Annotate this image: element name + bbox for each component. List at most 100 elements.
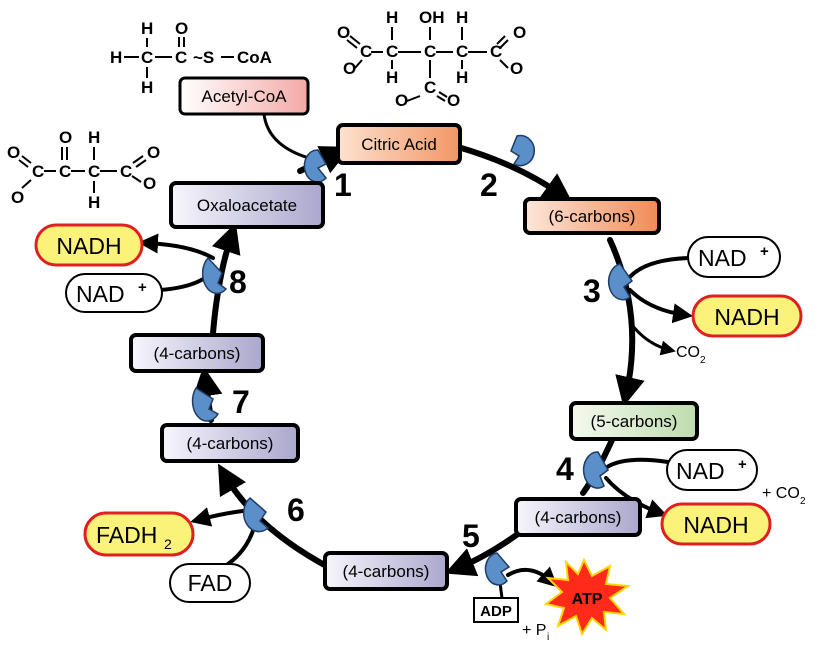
nad-plus-sign-3: + (760, 243, 769, 260)
cycle-ring (192, 112, 645, 577)
svg-text:C: C (175, 48, 187, 67)
arrow-nadh-out-3 (628, 288, 693, 324)
svg-text:H: H (88, 128, 100, 147)
enzyme-icon-1 (303, 149, 328, 183)
svg-text:O: O (337, 23, 350, 42)
svg-text:CoA: CoA (237, 48, 272, 67)
svg-text:O: O (11, 188, 24, 207)
svg-text:2: 2 (800, 496, 806, 507)
step-number-1: 1 (334, 167, 352, 203)
arrow-nad-in-3 (624, 256, 690, 284)
intermediates: Acetyl-CoA Citric Acid (6-carbons) (5-ca… (129, 76, 699, 591)
enzymes (191, 134, 634, 586)
svg-text:O: O (7, 143, 20, 162)
enzyme-icon-3 (607, 263, 634, 301)
acetyl-coa-label: Acetyl-CoA (201, 87, 287, 106)
plus-co2-label-4: + CO 2 (762, 485, 806, 507)
nadh-label-8: NADH (56, 233, 121, 259)
svg-text:O: O (510, 59, 523, 78)
ring-arrow-5 (444, 528, 525, 577)
svg-text:H: H (88, 193, 100, 212)
ring-arrow-6 (218, 463, 333, 571)
svg-text:H: H (456, 68, 468, 87)
acetyl-entry-arrow (262, 112, 318, 162)
arrow-nad-in-4 (601, 457, 670, 472)
ring-arrow-3 (607, 237, 645, 407)
atp-label: ATP (572, 591, 603, 608)
svg-text:H: H (141, 78, 153, 97)
svg-text:H: H (386, 8, 398, 27)
nadh-label-4: NADH (683, 512, 748, 538)
enzyme-icon-7 (191, 386, 220, 422)
svg-text:C: C (120, 162, 132, 181)
svg-text:OH: OH (419, 8, 445, 27)
enzyme-icon-5 (484, 552, 511, 586)
step-number-3: 3 (583, 273, 601, 309)
svg-text:H: H (110, 48, 122, 67)
svg-text:O: O (343, 59, 356, 78)
nadh-bubble-3: NADH (691, 294, 803, 338)
svg-text:H: H (456, 8, 468, 27)
svg-text:CO: CO (676, 344, 700, 361)
svg-text:O: O (147, 143, 160, 162)
nadh-label-3: NADH (714, 304, 779, 330)
ring-arrow-2 (455, 144, 573, 204)
nad-plus-sign-4: + (738, 456, 747, 473)
oxaloacetate-label: Oxaloacetate (197, 196, 297, 215)
svg-text:H: H (141, 19, 153, 38)
step-number-6: 6 (287, 492, 305, 528)
fadh2-bubble-6: FADH 2 (83, 511, 195, 557)
svg-text:C: C (456, 42, 468, 61)
acetyl-structure: H H H C C O ~S CoA (110, 19, 272, 97)
adp-box-5: ADP (473, 597, 519, 623)
acetyl-coa-box: Acetyl-CoA (178, 76, 310, 116)
four-carbons-box-c: (4-carbons) (160, 423, 300, 463)
six-carbons-box: (6-carbons) (523, 197, 661, 235)
citrate-structure: OH H H H H O O O O O O C C C C C C (337, 8, 526, 110)
arrow-co2-out-3 (630, 323, 676, 356)
svg-text:C: C (490, 42, 502, 61)
four-carbons-label-c: (4-carbons) (187, 434, 274, 453)
step-number-5: 5 (462, 518, 480, 554)
svg-text:O: O (59, 128, 72, 147)
nad-plus-label-3: NAD (698, 245, 747, 271)
svg-text:C: C (88, 162, 100, 181)
svg-text:O: O (143, 174, 156, 193)
five-carbons-box: (5-carbons) (569, 401, 699, 441)
nad-plus-bubble-4: NAD + (666, 449, 758, 491)
arrow-atp-out-5 (506, 566, 558, 588)
co2-label-3: CO 2 (676, 344, 706, 366)
six-carbons-label: (6-carbons) (549, 207, 636, 226)
svg-text:C: C (59, 162, 71, 181)
plus-pi-label-5: + P i (522, 622, 549, 643)
step-number-4: 4 (556, 451, 574, 487)
four-carbons-label-d: (4-carbons) (154, 344, 241, 363)
svg-text:O: O (395, 91, 408, 110)
svg-text:C: C (141, 48, 153, 67)
nad-plus-label-8: NAD (76, 281, 125, 307)
svg-text:O: O (447, 91, 460, 110)
nad-plus-label-4: NAD (676, 458, 725, 484)
svg-text:O: O (513, 23, 526, 42)
nad-plus-bubble-8: NAD + (65, 273, 163, 313)
step-numbers: 1 2 3 4 5 6 7 8 (229, 167, 601, 554)
enzyme-icon-4 (582, 451, 609, 489)
fadh-subscript-6: 2 (164, 536, 172, 552)
svg-text:~S: ~S (193, 48, 214, 67)
four-carbons-box-b: (4-carbons) (323, 551, 449, 591)
svg-text:C: C (424, 42, 436, 61)
four-carbons-box-a: (4-carbons) (514, 497, 642, 537)
nad-plus-bubble-3: NAD + (687, 236, 781, 278)
fad-label-6: FAD (188, 570, 233, 596)
svg-text:O: O (175, 19, 188, 38)
citric-acid-box: Citric Acid (336, 123, 462, 165)
atp-starburst-icon: ATP (543, 557, 631, 637)
enzyme-icon-6 (242, 497, 270, 533)
four-carbons-label-b: (4-carbons) (343, 562, 430, 581)
svg-text:C: C (424, 78, 436, 97)
svg-text:C: C (32, 162, 44, 181)
arrow-nadh-out-8 (138, 233, 215, 260)
enzyme-icon-2 (510, 134, 535, 167)
fad-bubble-6: FAD (169, 563, 251, 603)
